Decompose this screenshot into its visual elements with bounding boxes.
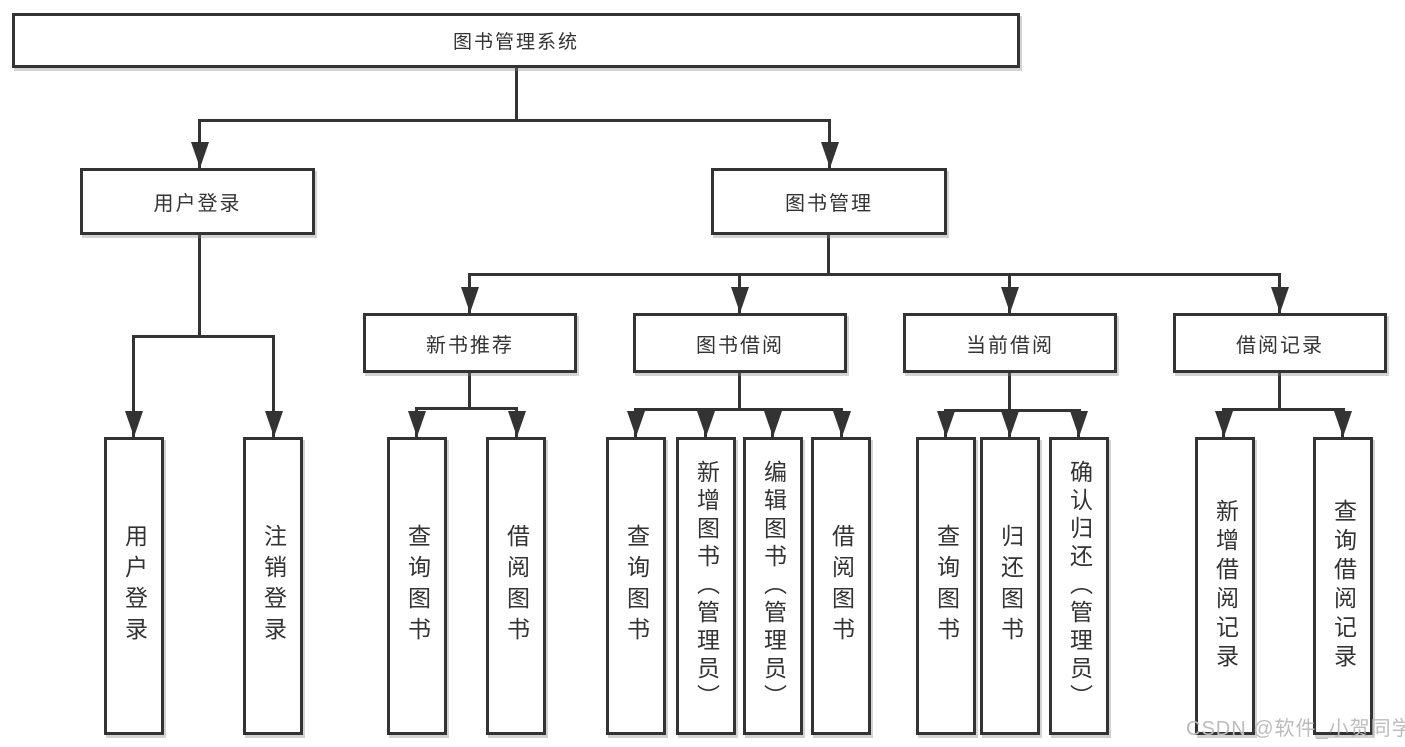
connector-arrow — [1278, 273, 1281, 313]
leaf-query-books-recommend: 查询图书 — [387, 437, 447, 735]
leaf-query-books-borrowing: 查询图书 — [606, 437, 666, 735]
node-label: 图书管理系统 — [452, 32, 579, 53]
node-label: 新书推荐 — [426, 334, 514, 357]
node-book-management: 图书管理 — [711, 168, 947, 235]
leaf-borrow-books-recommend: 借阅图书 — [486, 437, 546, 735]
connector-arrow — [515, 407, 518, 437]
connector-line — [1278, 373, 1281, 410]
leaf-query-books-current: 查询图书 — [916, 437, 976, 735]
connector-arrow — [272, 335, 275, 437]
leaf-edit-books-admin: 编辑图书（管理员） — [743, 437, 803, 735]
node-label: 新增借阅记录 — [1212, 499, 1239, 673]
leaf-confirm-return-admin: 确认归还（管理员） — [1049, 437, 1109, 735]
csdn-watermark: CSDN @软件_小贺同学 — [1186, 718, 1405, 740]
node-label: 查询图书 — [404, 524, 431, 648]
connector-line — [1008, 373, 1011, 411]
connector-arrow — [944, 409, 947, 437]
node-new-book-recommendation: 新书推荐 — [363, 313, 577, 373]
node-label: 借阅图书 — [828, 524, 855, 648]
connector-arrow — [738, 273, 741, 313]
node-label: 确认归还（管理员） — [1066, 460, 1093, 712]
node-borrowing-records: 借阅记录 — [1173, 313, 1387, 373]
connector-line — [1222, 408, 1345, 411]
connector-line — [634, 408, 843, 411]
node-library-management-system: 图书管理系统 — [12, 13, 1020, 68]
connector-arrow — [1008, 273, 1011, 313]
node-book-borrowing: 图书借阅 — [633, 313, 847, 373]
connector-line — [198, 235, 201, 336]
leaf-user-login: 用户登录 — [104, 437, 164, 735]
node-label: 用户登录 — [121, 524, 148, 648]
node-label: 归还图书 — [997, 524, 1024, 648]
connector-arrow — [1341, 408, 1344, 437]
leaf-add-borrow-record: 新增借阅记录 — [1195, 437, 1255, 735]
connector-arrow — [840, 408, 843, 437]
leaf-query-borrow-record: 查询借阅记录 — [1313, 437, 1373, 735]
connector-line — [515, 68, 518, 119]
connector-arrow — [771, 408, 774, 437]
connector-arrow — [132, 335, 135, 437]
node-label: 借阅图书 — [503, 524, 530, 648]
connector-line — [198, 119, 831, 122]
connector-line — [132, 335, 275, 338]
connector-arrow — [1008, 409, 1011, 437]
node-label: 查询借阅记录 — [1330, 499, 1357, 673]
leaf-logout: 注销登录 — [243, 437, 303, 735]
connector-arrow — [634, 408, 637, 437]
node-label: 新增图书（管理员） — [693, 460, 720, 712]
connector-arrow — [198, 119, 201, 168]
leaf-return-books: 归还图书 — [980, 437, 1040, 735]
connector-arrow — [828, 119, 831, 168]
node-label: 当前借阅 — [966, 334, 1054, 357]
node-label: 图书借阅 — [696, 334, 784, 357]
connector-line — [738, 373, 741, 410]
node-label: 注销登录 — [260, 524, 287, 648]
connector-line — [468, 373, 471, 409]
connector-arrow — [1222, 408, 1225, 437]
node-label: 查询图书 — [933, 524, 960, 648]
connector-line — [415, 407, 518, 410]
connector-line — [827, 235, 830, 274]
node-label: 图书管理 — [785, 193, 873, 215]
node-label: 编辑图书（管理员） — [760, 460, 787, 712]
node-user-login: 用户登录 — [80, 168, 315, 235]
connector-arrow — [415, 407, 418, 437]
node-label: 借阅记录 — [1236, 334, 1324, 357]
connector-arrow — [1077, 409, 1080, 437]
leaf-add-books-admin: 新增图书（管理员） — [676, 437, 736, 735]
connector-arrow — [704, 408, 707, 437]
node-current-borrowing: 当前借阅 — [903, 313, 1117, 373]
connector-arrow — [468, 273, 471, 313]
node-label: 用户登录 — [153, 193, 242, 215]
node-label: 查询图书 — [623, 524, 650, 648]
connector-line — [468, 273, 1281, 276]
leaf-borrow-books-borrowing: 借阅图书 — [811, 437, 871, 735]
